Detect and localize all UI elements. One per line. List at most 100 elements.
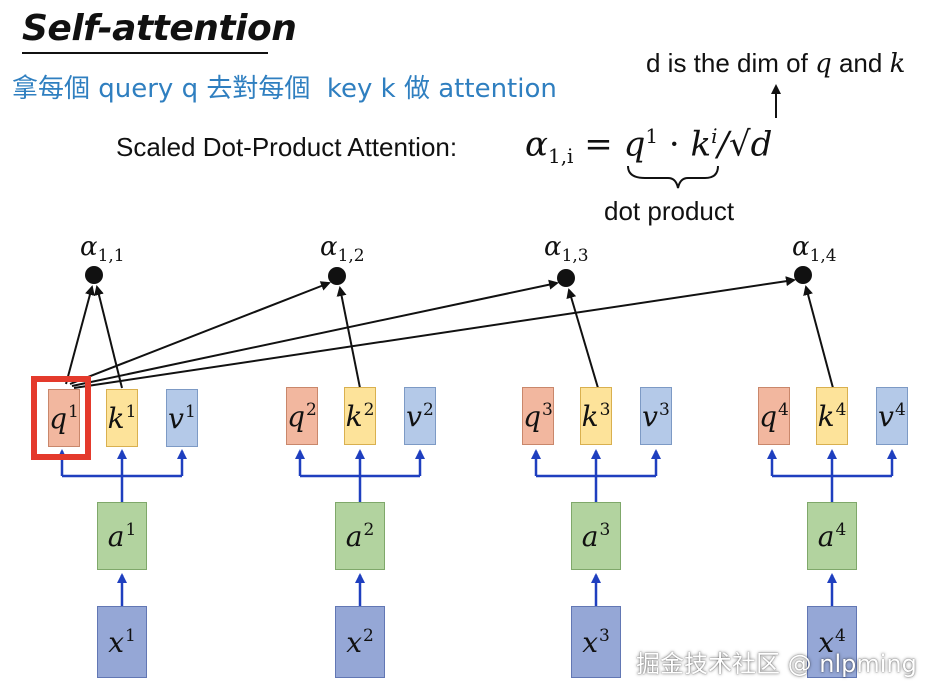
formula-tail: /√d <box>717 124 773 165</box>
key-symbol: k <box>817 399 835 433</box>
key-symbol: k <box>345 399 363 433</box>
query-symbol: q <box>523 399 542 433</box>
arrow-k2-alpha12 <box>336 286 361 389</box>
alpha-symbol: α <box>544 232 562 262</box>
arrow-k3-alpha13 <box>566 288 599 389</box>
query-symbol: q <box>759 399 778 433</box>
dim-note: d is the dim of q and k <box>646 48 905 79</box>
key-symbol: k <box>581 399 599 433</box>
formula-k: k <box>690 124 712 165</box>
alpha-sub: 1,4 <box>809 246 837 267</box>
connectors-column-2 <box>295 449 425 606</box>
value-symbol: v <box>878 399 894 433</box>
key-index: 4 <box>835 400 847 420</box>
a-index: 2 <box>363 520 375 540</box>
key-symbol: k <box>107 401 125 435</box>
alpha-symbol: α <box>792 232 810 262</box>
x-index: 2 <box>362 626 374 646</box>
formula-dot: · <box>658 124 691 165</box>
a-symbol: a <box>107 519 125 553</box>
key-index: 3 <box>599 400 611 420</box>
arrow-q1-alpha14 <box>73 276 796 389</box>
alpha-sub: 1,3 <box>561 246 589 267</box>
alpha-symbol: α <box>80 232 98 262</box>
watermark: 掘金技术社区 @ nlpming <box>636 650 917 678</box>
x-symbol: x <box>346 625 362 659</box>
a-index: 4 <box>835 520 847 540</box>
x-symbol: x <box>818 625 834 659</box>
alpha-label-4: α1,4 <box>792 232 837 266</box>
connectors-column-4 <box>767 449 897 606</box>
a-symbol: a <box>581 519 599 553</box>
alpha-label-1: α1,1 <box>80 232 125 266</box>
x-index: 4 <box>834 626 846 646</box>
value-index: 3 <box>659 400 670 420</box>
key-index: 1 <box>125 402 137 422</box>
formula-k-sup: i <box>711 124 718 148</box>
value-index: 1 <box>185 402 196 422</box>
arrow-k1-alpha11 <box>94 285 123 389</box>
page-title: Self-attention <box>22 8 297 49</box>
formula-label: Scaled Dot-Product Attention: <box>116 132 458 162</box>
alpha-sub: 1,1 <box>97 246 125 267</box>
a-index: 3 <box>599 520 611 540</box>
value-index: 2 <box>423 400 434 420</box>
value-symbol: v <box>642 399 658 433</box>
arrow-q1-alpha12 <box>69 281 331 385</box>
alpha-dot-1 <box>85 266 103 284</box>
alpha-sub: 1,2 <box>337 246 365 267</box>
alpha-symbol: α <box>320 232 338 262</box>
value-symbol: v <box>406 399 422 433</box>
title-underline <box>22 52 268 54</box>
formula-q: q <box>623 124 646 165</box>
connectors-column-3 <box>531 449 661 606</box>
formula-alpha: α <box>525 124 548 165</box>
x-symbol: x <box>582 625 598 659</box>
key-index: 2 <box>363 400 375 420</box>
dim-note-q: q <box>815 49 832 79</box>
query-index: 4 <box>778 400 789 420</box>
alpha-label-2: α1,2 <box>320 232 365 266</box>
a-index: 1 <box>125 520 137 540</box>
query-index: 2 <box>306 400 317 420</box>
formula-q-sup: 1 <box>645 124 659 148</box>
connectors-column-1 <box>57 449 187 606</box>
dot-product-brace <box>627 165 719 189</box>
query-symbol: q <box>287 399 306 433</box>
alpha-dot-3 <box>557 269 575 287</box>
arrow-q1-alpha11 <box>65 285 95 385</box>
alpha-dot-4 <box>794 266 812 284</box>
arrow-q1-alpha13 <box>71 279 559 387</box>
dim-note-mid: and <box>831 48 890 78</box>
value-symbol: v <box>168 401 184 435</box>
x-index: 3 <box>598 626 610 646</box>
alpha-dot-2 <box>328 267 346 285</box>
query-highlight-frame <box>31 376 91 460</box>
dim-note-k: k <box>889 49 906 79</box>
query-index: 3 <box>542 400 553 420</box>
a-symbol: a <box>345 519 363 553</box>
formula-alpha-sub: 1,i <box>547 144 574 169</box>
a-symbol: a <box>817 519 835 553</box>
alpha-label-3: α1,3 <box>544 232 589 266</box>
dim-note-prefix: d is the dim of <box>646 48 816 78</box>
arrow-k4-alpha14 <box>803 285 834 389</box>
subtitle: 拿每個 query q 去對每個 key k 做 attention <box>12 74 557 104</box>
